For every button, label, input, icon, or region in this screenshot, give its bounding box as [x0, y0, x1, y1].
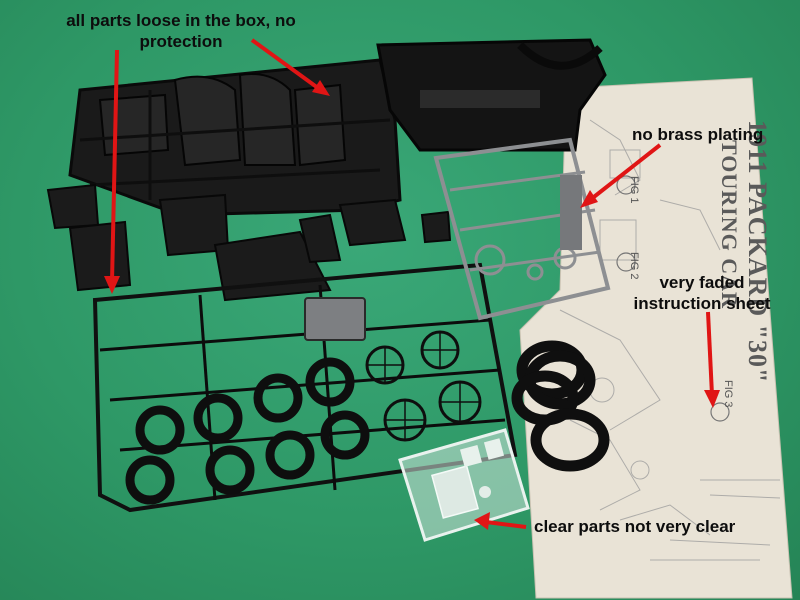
fig1-label: FIG 1 [628, 176, 640, 204]
fig2-label: FIG 2 [628, 252, 640, 280]
fig3-label: FIG 3 [722, 380, 734, 408]
arrow-icon [104, 38, 720, 530]
annotation-clear-parts: clear parts not very clear [534, 517, 736, 536]
rubber-tires [511, 340, 610, 472]
body-sprue [68, 58, 402, 217]
clear-parts-sprue [398, 428, 530, 542]
annotation-loose-parts: all parts loose in the box, no protectio… [66, 11, 296, 51]
annotation-brass-plating: no brass plating [632, 125, 764, 144]
wheel-sprue [92, 262, 518, 513]
annotation-faded-sheet: very faded instruction sheet [633, 273, 771, 313]
gray-sprue [433, 137, 611, 321]
sheet-title-line1: 1911 PACKARD "30" [743, 120, 772, 384]
chassis-frame [376, 38, 607, 152]
